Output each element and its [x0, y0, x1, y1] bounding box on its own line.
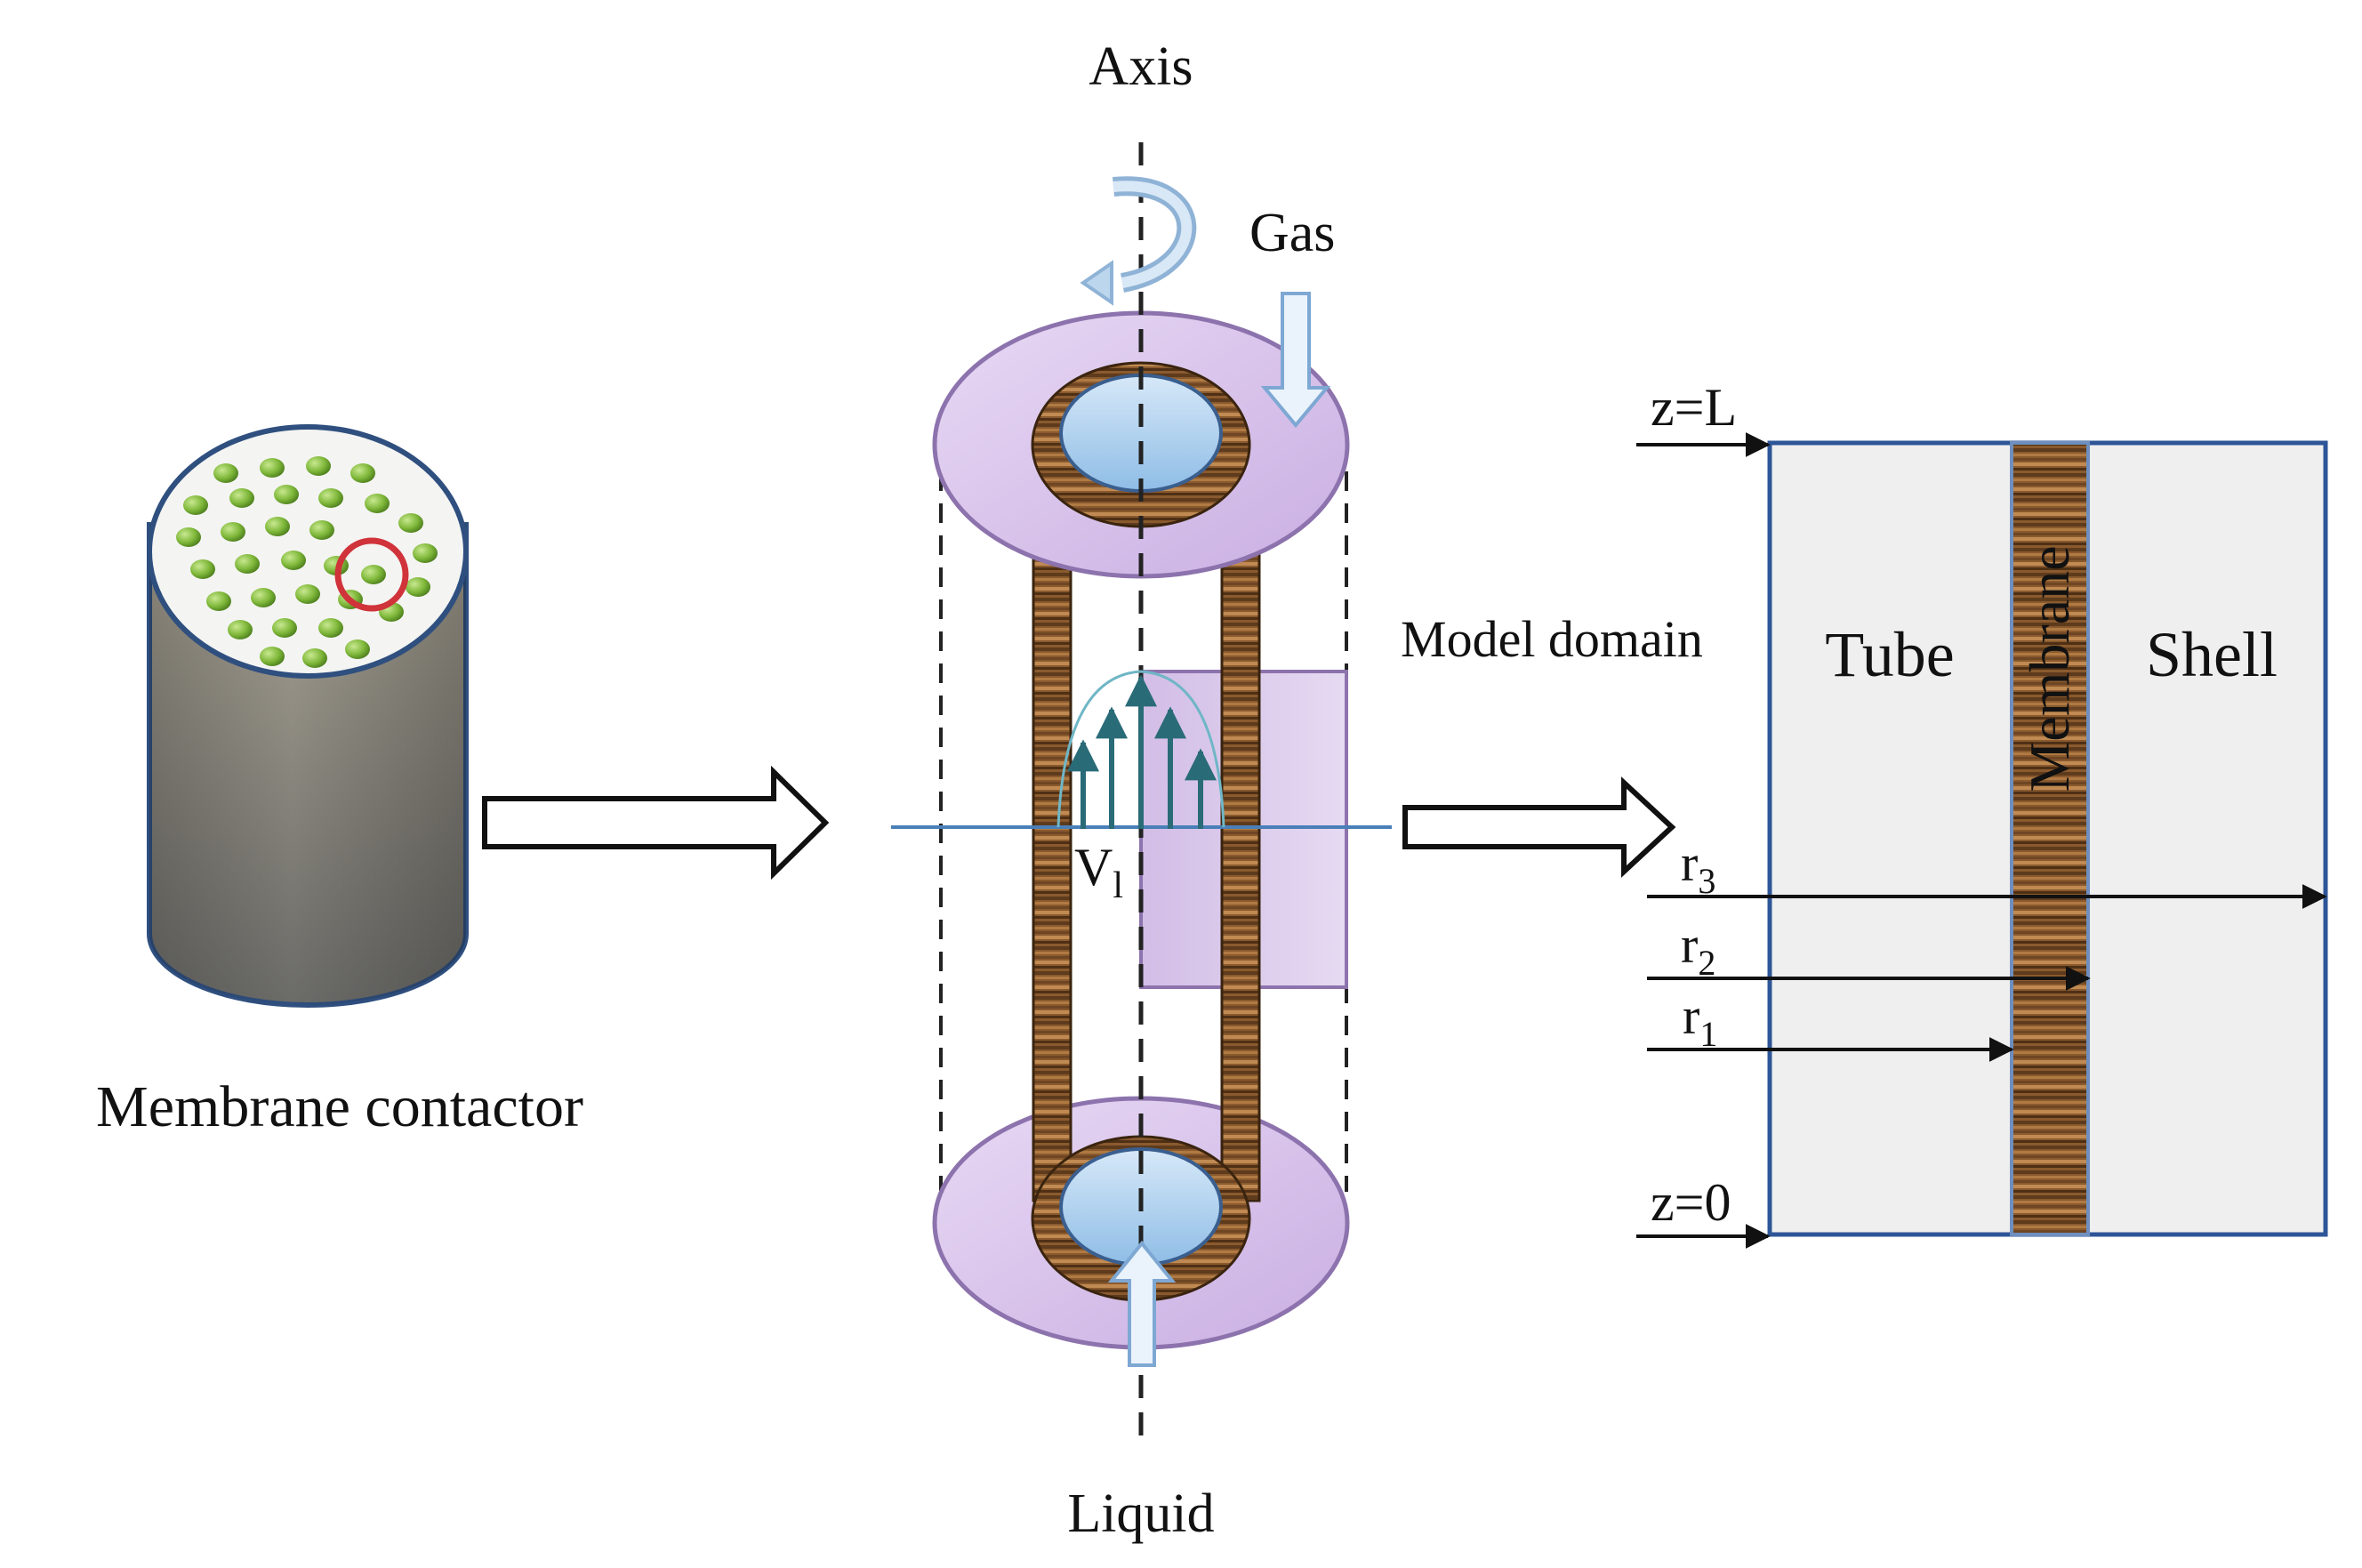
fiber-dot	[228, 620, 253, 639]
membrane-contactor-module	[147, 424, 469, 1008]
membrane-contactor-label: Membrane contactor	[96, 1074, 583, 1139]
fiber-dot	[265, 517, 290, 536]
fiber-dot	[272, 618, 297, 638]
gas-label: Gas	[1249, 203, 1335, 263]
fiber-dot	[190, 559, 215, 579]
hollow-fiber-schematic: Vl	[891, 142, 1392, 1441]
fiber-dots	[176, 456, 438, 668]
gas-inlet-arrow-icon	[1260, 292, 1331, 429]
rotation-arrow-icon	[1080, 176, 1197, 306]
fiber-dot	[302, 648, 327, 668]
fiber-dot	[183, 495, 208, 515]
fiber-dot	[306, 456, 331, 476]
velocity-profile-arrows	[1067, 674, 1217, 829]
highlight-ring	[334, 537, 409, 612]
r1-label: r1	[1683, 987, 1717, 1054]
fiber-dot	[309, 520, 334, 540]
z-bottom-label: z=0	[1651, 1173, 1731, 1232]
fiber-dot	[176, 527, 201, 547]
fiber-dot	[398, 513, 423, 533]
fiber-dot	[260, 647, 285, 666]
fiber-dot	[350, 463, 375, 483]
membrane-layer	[2010, 441, 2090, 1236]
fiber-dot	[229, 488, 254, 508]
model-domain: Tube Shell Membrane z=L z=0 r3 r2 r1	[1636, 378, 2328, 1249]
tube-label: Tube	[1825, 619, 1954, 690]
hollow-arrow-icon	[482, 765, 830, 880]
fiber-dot	[221, 522, 245, 542]
liquid-label: Liquid	[1067, 1484, 1214, 1544]
membrane-label: Membrane	[2018, 545, 2081, 792]
hollow-arrow-icon	[1402, 776, 1676, 878]
model-domain-label: Model domain	[1401, 610, 1703, 668]
top-lumen	[1059, 374, 1223, 493]
liquid-inlet-arrow-icon	[1107, 1240, 1177, 1367]
velocity-label: Vl	[1074, 838, 1123, 906]
fiber-dot	[281, 551, 306, 570]
fiber-dot	[413, 543, 438, 563]
fiber-dot	[406, 577, 430, 597]
r3-label: r3	[1681, 834, 1715, 901]
fiber-dot	[345, 639, 370, 659]
fiber-dot	[274, 485, 299, 504]
fiber-dot	[318, 488, 343, 508]
fiber-dot	[295, 584, 320, 604]
z-top-label: z=L	[1651, 378, 1737, 437]
fiber-dot	[260, 458, 285, 478]
r2-label: r2	[1681, 916, 1715, 983]
fiber-dot	[361, 565, 386, 584]
axis-label: Axis	[1089, 36, 1193, 97]
shell-label: Shell	[2146, 619, 2278, 690]
fiber-dot	[365, 494, 390, 513]
fiber-dot	[318, 618, 343, 638]
fiber-dot	[206, 591, 231, 611]
fiber-dot	[251, 588, 276, 607]
fiber-dot	[235, 554, 260, 574]
fiber-dot	[213, 463, 238, 483]
